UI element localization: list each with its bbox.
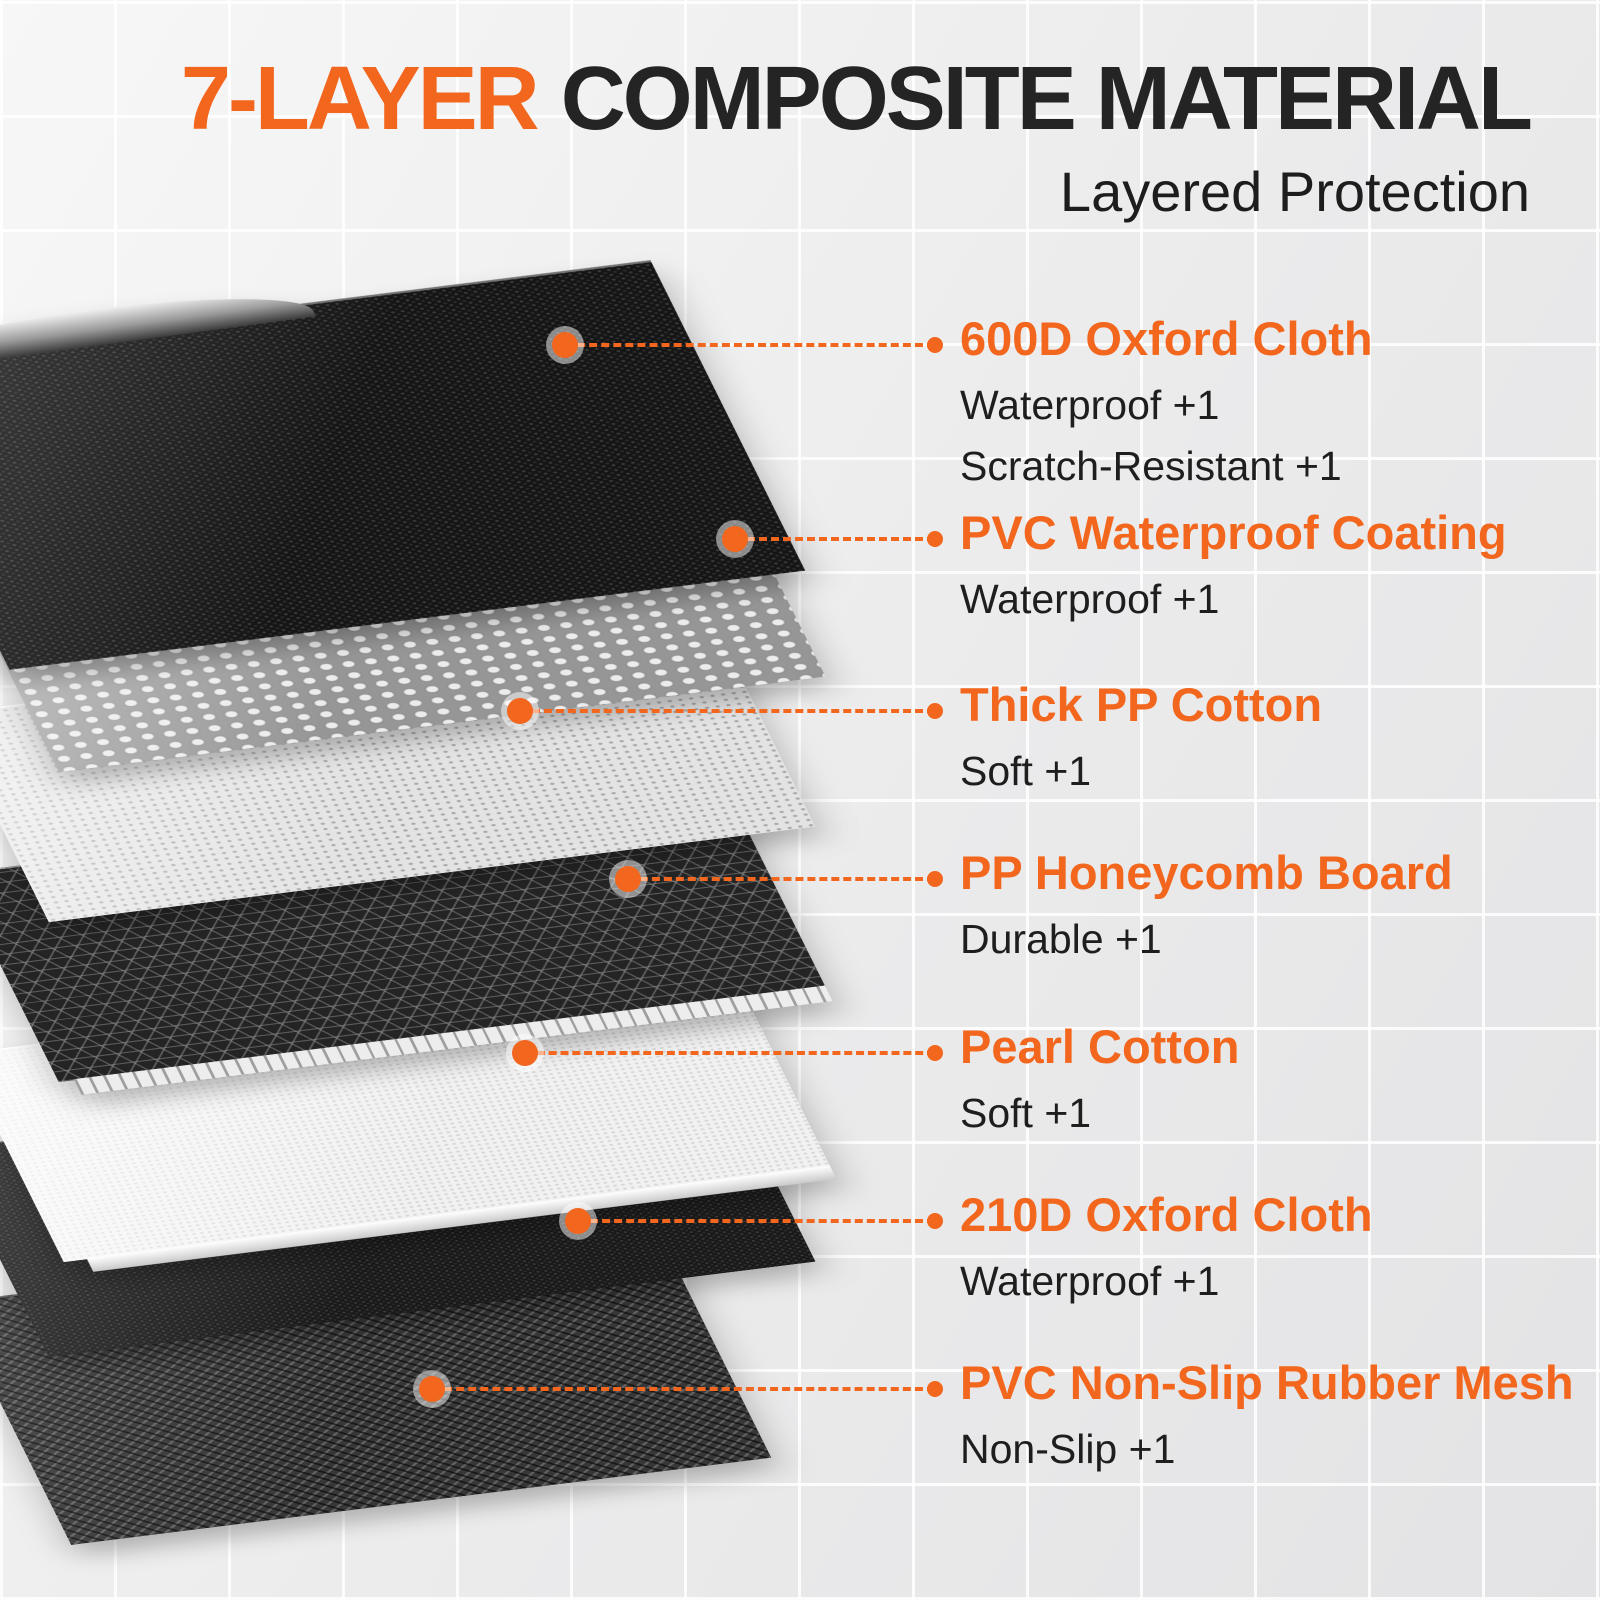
- callout-210d-oxford-cloth: 210D Oxford Cloth Waterproof +1: [960, 1188, 1590, 1317]
- callout-dot: [507, 698, 533, 724]
- title-rest: COMPOSITE MATERIAL: [560, 49, 1533, 149]
- callout-600d-oxford-cloth: 600D Oxford Cloth Waterproof +1 Scratch-…: [960, 312, 1590, 503]
- callout-connector-line: [628, 877, 935, 881]
- callout-pearl-cotton: Pearl Cotton Soft +1: [960, 1020, 1590, 1149]
- layer-title: PVC Non-Slip Rubber Mesh: [960, 1356, 1574, 1409]
- layer-feature: Non-Slip +1: [960, 1426, 1176, 1473]
- callout-connector-line: [520, 709, 935, 713]
- layer-feature: Waterproof +1: [960, 1258, 1220, 1305]
- callout-end-dot: [927, 1381, 943, 1397]
- callout-thick-pp-cotton: Thick PP Cotton Soft +1: [960, 678, 1590, 807]
- callout-pvc-non-slip-rubber-mesh: PVC Non-Slip Rubber Mesh Non-Slip +1: [960, 1356, 1590, 1485]
- callout-connector-line: [578, 1219, 935, 1223]
- callout-dot: [552, 332, 578, 358]
- layer-feature: Waterproof +1: [960, 382, 1220, 429]
- callout-end-dot: [927, 871, 943, 887]
- callout-pp-honeycomb-board: PP Honeycomb Board Durable +1: [960, 846, 1590, 975]
- callout-connector-line: [565, 343, 935, 347]
- layer-title: 210D Oxford Cloth: [960, 1188, 1373, 1241]
- layer-feature: Scratch-Resistant +1: [960, 443, 1342, 490]
- callout-end-dot: [927, 1213, 943, 1229]
- layer-feature: Soft +1: [960, 1090, 1092, 1137]
- layer-title: Pearl Cotton: [960, 1020, 1240, 1073]
- layer-title: PVC Waterproof Coating: [960, 506, 1507, 559]
- callout-end-dot: [927, 703, 943, 719]
- layer-title: 600D Oxford Cloth: [960, 312, 1373, 365]
- callout-end-dot: [927, 531, 943, 547]
- callout-dot: [615, 866, 641, 892]
- layer-title: Thick PP Cotton: [960, 678, 1323, 731]
- callout-dot: [722, 526, 748, 552]
- callout-connector-line: [735, 537, 935, 541]
- subtitle: Layered Protection: [1059, 159, 1530, 223]
- layer-feature: Durable +1: [960, 916, 1162, 963]
- callout-dot: [565, 1208, 591, 1234]
- callout-end-dot: [927, 1045, 943, 1061]
- callout-connector-line: [432, 1387, 935, 1391]
- callout-connector-line: [525, 1051, 935, 1055]
- layer-feature: Waterproof +1: [960, 576, 1220, 623]
- callout-pvc-waterproof-coating: PVC Waterproof Coating Waterproof +1: [960, 506, 1590, 635]
- callout-end-dot: [927, 337, 943, 353]
- layer-title: PP Honeycomb Board: [960, 846, 1453, 899]
- callout-dot: [512, 1040, 538, 1066]
- callout-dot: [419, 1376, 445, 1402]
- layer-feature: Soft +1: [960, 748, 1092, 795]
- title-highlight: 7-LAYER: [180, 49, 540, 149]
